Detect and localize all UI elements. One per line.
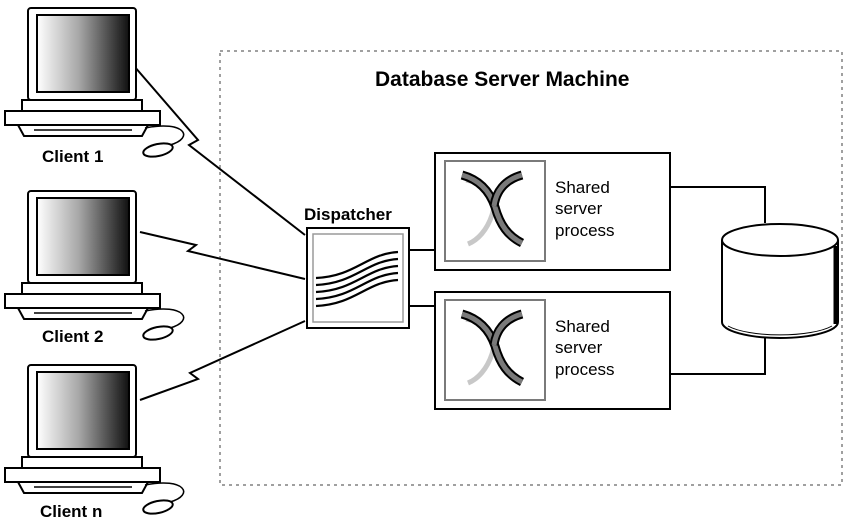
server-2-to-database — [670, 337, 766, 375]
shared-server-2: Shared server process — [434, 291, 671, 410]
server-1-to-database — [670, 186, 766, 223]
server-1-label-line3: process — [555, 221, 615, 240]
client-computer — [4, 364, 185, 517]
database-cylinder-icon — [721, 223, 839, 339]
server-1-label-line2: server — [555, 199, 603, 218]
server-machine-boundary — [219, 50, 843, 486]
shared-server-process-icon — [444, 299, 546, 401]
client-computer — [4, 7, 185, 158]
client-computer — [4, 190, 185, 343]
server-2-label-line3: process — [555, 360, 615, 379]
computer-icon — [4, 7, 185, 158]
dispatcher-label: Dispatcher — [304, 205, 392, 224]
server-2-label-line2: server — [555, 338, 603, 357]
client-1-connection — [133, 65, 306, 236]
dispatcher-icon — [306, 227, 410, 329]
client-2-connection — [139, 231, 306, 280]
client-1-label: Client 1 — [42, 147, 103, 166]
shared-server-process-icon — [444, 160, 546, 262]
client-n-label: Client n — [40, 502, 102, 521]
server-2-label-line1: Shared — [555, 317, 610, 336]
machine-title: Database Server Machine — [375, 68, 629, 91]
server-1-label-line1: Shared — [555, 178, 610, 197]
client-2-label: Client 2 — [42, 327, 103, 346]
connections — [133, 65, 766, 401]
client-n-connection — [139, 320, 306, 401]
shared-server-1: Shared server process — [434, 152, 671, 271]
